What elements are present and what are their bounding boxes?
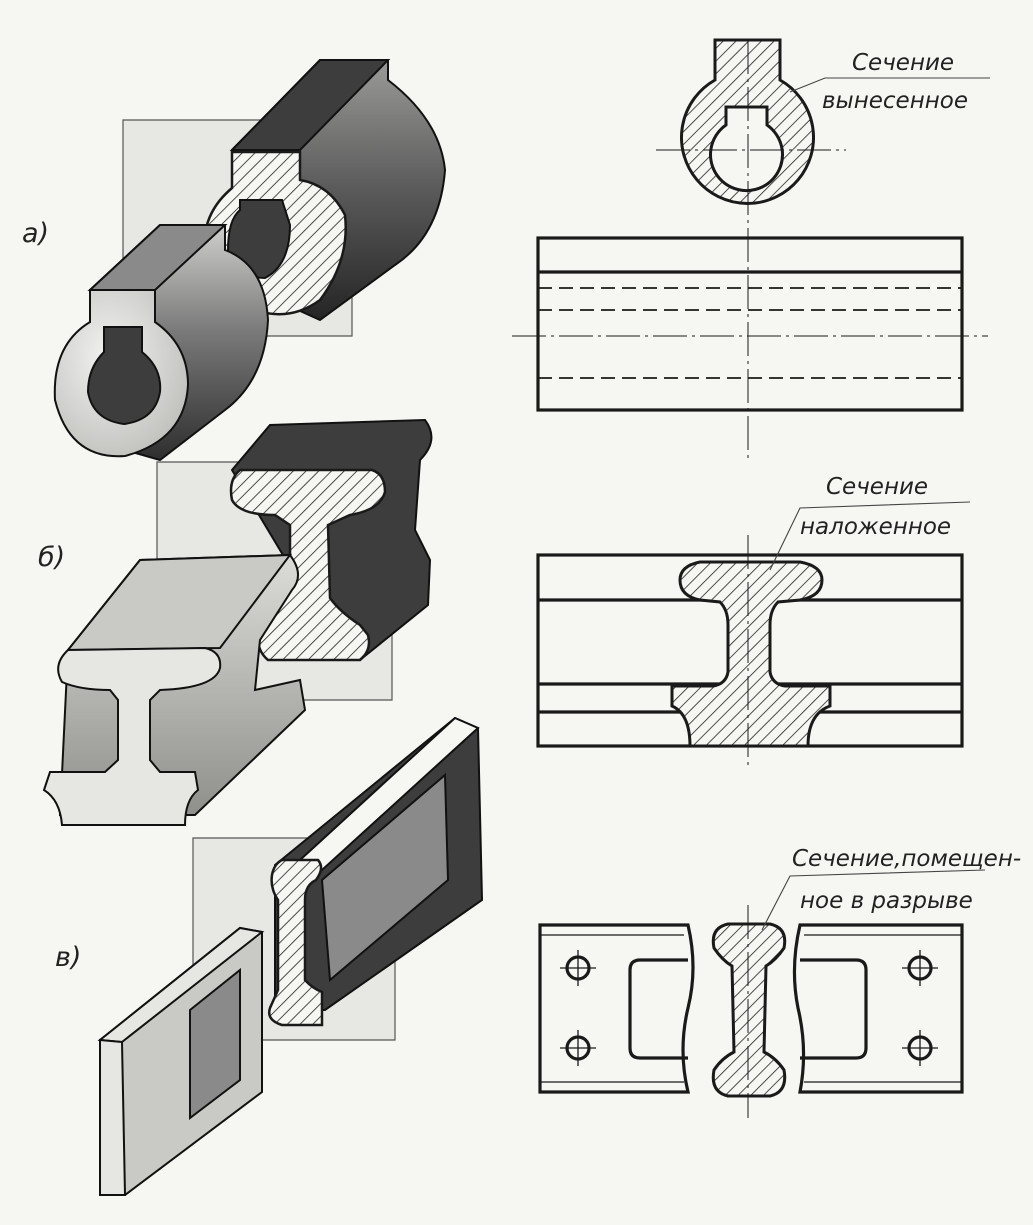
removed-section-label-line2: вынесенное: [822, 88, 968, 114]
break-section-drawing: [538, 869, 986, 1118]
beam-near-end-face: [99, 1038, 127, 1196]
part-label-a: а): [22, 218, 49, 249]
superimposed-section-profile: [670, 560, 832, 748]
shaft-far-top-tab: [229, 59, 391, 151]
removed-section-bore: [709, 105, 784, 193]
beam-left-recess: [628, 958, 688, 1060]
removed-section-label-line1: Сечение: [852, 50, 954, 76]
beam-right-piece: [792, 923, 964, 1094]
superimposed-section-label-line2: наложенное: [800, 514, 951, 540]
shaft-pictorial: [53, 59, 447, 462]
shaft-front-view: [512, 236, 988, 412]
beam-right-recess: [800, 958, 868, 1060]
break-section-profile: [711, 922, 787, 1098]
superimposed-section-drawing: [536, 501, 971, 768]
shaft-outline: [536, 236, 964, 412]
beam-far-recess: [320, 772, 450, 983]
beam-section-face-pictorial: [268, 858, 324, 1027]
shaft-end-keyway: [86, 326, 162, 426]
superimposed-section-leader: [769, 501, 971, 571]
break-section-leader: [761, 869, 986, 931]
beam-left-piece: [538, 923, 695, 1094]
beam-near-recess: [189, 967, 241, 1121]
bolt-hole-centre-marks: [560, 950, 938, 1066]
beam-pictorial: [97, 716, 484, 1196]
rail-pictorial: [42, 418, 433, 826]
break-section-label-line1: Сечение,помещен-: [792, 846, 1021, 872]
removed-section-leader: [789, 77, 990, 93]
break-section-label-line2: ное в разрыве: [800, 888, 973, 914]
rail-section-face-pictorial: [229, 468, 387, 662]
rail-near-end-face: [42, 646, 222, 826]
superimposed-section-label-line1: Сечение: [826, 474, 928, 500]
part-label-b: б): [38, 542, 65, 573]
removed-section-drawing: [656, 38, 990, 460]
part-label-c: в): [55, 942, 81, 973]
